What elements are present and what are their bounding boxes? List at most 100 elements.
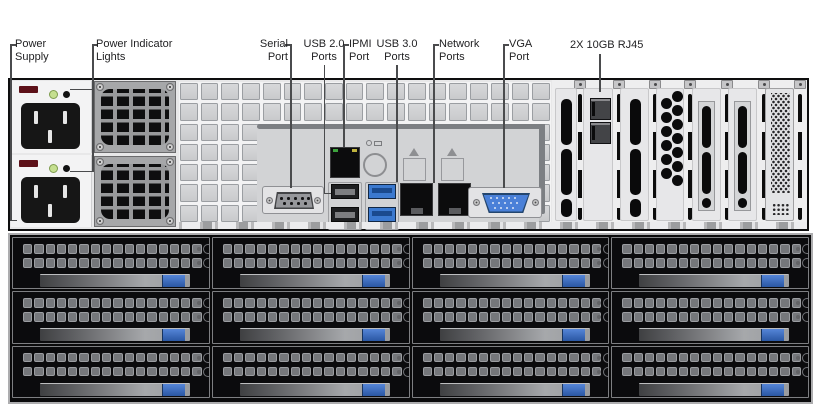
pointer-10gb-rj45	[599, 54, 601, 92]
drive-led	[596, 261, 601, 265]
drive-vent-hole	[56, 312, 67, 322]
drive-vent-hole	[79, 366, 89, 377]
drive-vent-hole	[79, 258, 89, 268]
pci-bracket-10gb-nic	[583, 88, 613, 221]
drive-vent-hole	[512, 298, 523, 308]
drive-vent-hole	[369, 258, 379, 268]
drive-vent-hole	[780, 298, 790, 308]
screw-icon	[166, 142, 174, 151]
lan-icon	[409, 148, 419, 156]
drive-vent-hole	[445, 244, 455, 254]
drive-vent-hole	[723, 244, 734, 254]
drive-vent-hole	[558, 352, 568, 363]
drive-vent-hole	[656, 298, 666, 308]
vent-hole	[200, 83, 219, 101]
screw-icon	[266, 197, 273, 204]
drive-vent-hole	[490, 258, 500, 268]
drive-vent-hole	[546, 258, 557, 268]
drive-vent-hole	[490, 312, 500, 322]
drive-vent-hole	[569, 366, 579, 377]
callout-power-indicator-lights: Power Indicator Lights	[96, 38, 173, 63]
rj45-10gb-port	[590, 122, 611, 144]
pci-bracket-holes	[656, 88, 684, 221]
drive-vent-hole	[45, 244, 55, 254]
drive-vent-hole	[422, 312, 432, 322]
drive-vent-hole	[335, 298, 346, 308]
drive-vent-hole	[313, 244, 323, 254]
drive-led-ring	[402, 312, 409, 323]
pointer-tick	[70, 88, 93, 90]
drive-vent-hole	[478, 352, 489, 363]
drive-vent-hole	[301, 244, 312, 254]
drive-vent-hole	[690, 298, 700, 308]
vent-hole	[221, 143, 240, 162]
drive-vent-hole	[546, 352, 557, 363]
drive-vent-hole	[422, 366, 432, 377]
drive-vent-hole	[79, 298, 89, 308]
drive-vent-hole	[102, 258, 112, 268]
drive-vent-hole	[580, 298, 590, 308]
drive-vent-hole	[301, 258, 312, 268]
ac-inlet-socket	[21, 103, 80, 149]
drive-vent-hole	[456, 352, 466, 363]
drive-vent-hole	[769, 244, 779, 254]
screw-icon	[166, 217, 174, 225]
serial-db9-port	[262, 186, 324, 214]
drive-vent-hole	[34, 352, 44, 363]
drive-vent-hole	[45, 366, 55, 377]
drive-vent-hole	[279, 244, 289, 254]
socket-prong	[63, 185, 67, 198]
drive-vent-hole	[222, 312, 233, 322]
drive-vent-hole	[512, 366, 523, 377]
usb3-port-group	[365, 182, 399, 230]
drive-vent-hole	[535, 352, 545, 363]
drive-vent-hole	[701, 298, 711, 308]
drive-vent-hole	[102, 244, 112, 254]
drive-handle	[40, 274, 190, 287]
screw-icon	[96, 157, 104, 166]
drive-vent-hole	[256, 298, 266, 308]
drive-vent-hole	[501, 312, 511, 322]
rj45-10gb-port	[590, 98, 611, 120]
link-led-green	[333, 149, 338, 152]
pointer-ipmi	[343, 44, 345, 147]
drive-vent-hole	[245, 244, 255, 254]
fan-grille	[101, 89, 169, 145]
drive-vent-hole	[478, 298, 489, 308]
drive-vent-hole	[358, 366, 368, 377]
drive-vent-hole	[102, 352, 112, 363]
drive-vent-hole	[245, 366, 255, 377]
vent-hole	[325, 83, 343, 101]
slot-screw-tab	[684, 80, 696, 89]
drive-vent-hole	[158, 352, 168, 363]
vent-hole	[449, 83, 468, 101]
drive-led	[796, 369, 801, 374]
vent-hole	[325, 103, 343, 121]
drive-vent-hole	[245, 298, 255, 308]
drive-led-ring	[203, 244, 209, 254]
drive-vent-hole	[234, 366, 244, 377]
drive-vent-hole	[34, 258, 44, 268]
drive-led-ring	[203, 258, 209, 268]
drive-vent-hole	[490, 352, 500, 363]
screw-icon	[532, 199, 539, 206]
drive-vent-hole	[558, 244, 568, 254]
drive-vent-hole	[347, 312, 357, 322]
drive-led	[596, 301, 601, 306]
drive-led-ring	[402, 244, 409, 254]
pointer-serial	[290, 44, 292, 188]
drive-led	[396, 369, 401, 374]
slot-gap	[653, 94, 657, 220]
drive-vent-hole	[644, 298, 655, 308]
drive-vent-hole	[501, 298, 511, 308]
slot-screw-tab	[721, 80, 733, 89]
drive-latch	[361, 275, 385, 287]
callout-power-supply: Power Supply	[15, 38, 49, 63]
drive-vent-hole	[735, 366, 745, 377]
drive-led	[396, 355, 401, 360]
drive-vent-hole	[422, 244, 432, 254]
screw-icon	[314, 197, 321, 204]
drive-led	[197, 369, 201, 374]
drive-vent-hole	[622, 312, 632, 322]
slot-gap	[688, 94, 692, 220]
